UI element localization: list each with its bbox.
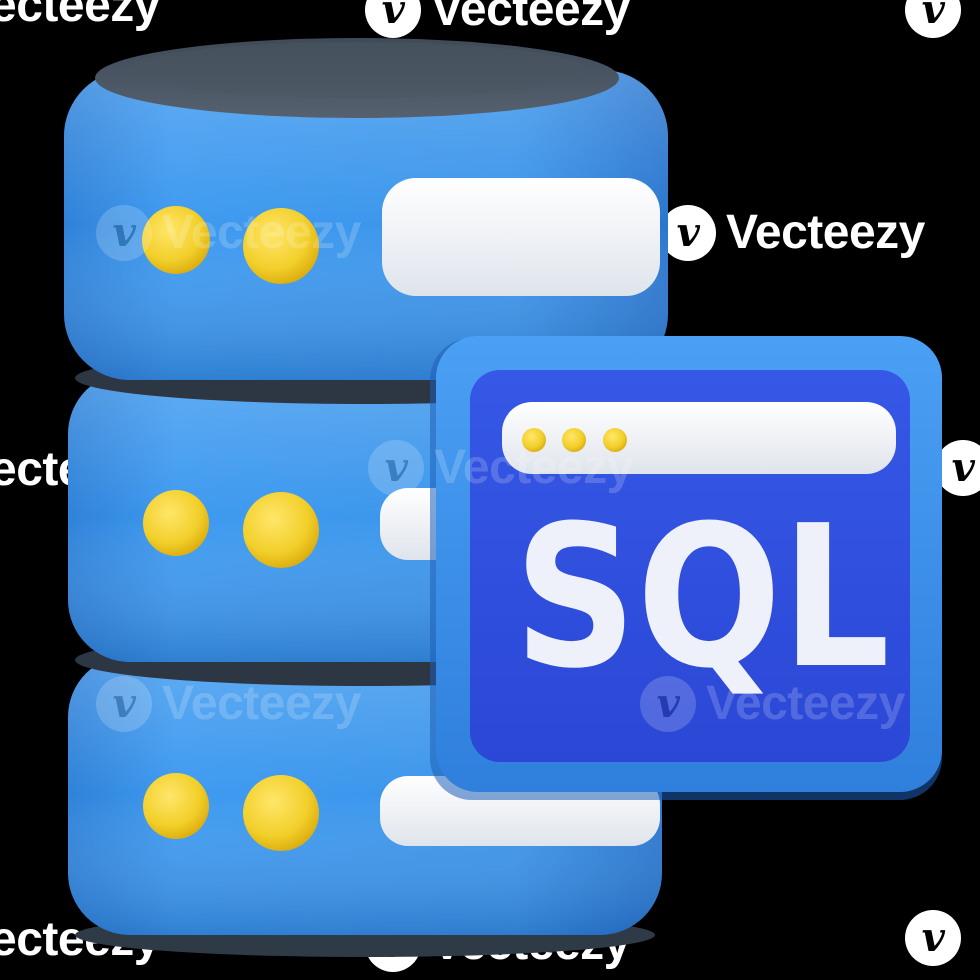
status-led-icon: [143, 773, 209, 839]
vecteezy-logo-icon: v: [905, 910, 961, 966]
watermark-top-center: v Vecteezy: [365, 0, 630, 38]
window-dot-icon: [562, 428, 586, 452]
sql-label: SQL: [514, 484, 890, 712]
watermark-overlay-bottom-right: v Vecteezy: [640, 676, 905, 732]
status-led-icon: [243, 775, 319, 851]
watermark-top-right: v: [905, 0, 971, 38]
status-led-icon: [142, 206, 210, 274]
vecteezy-logo-icon: v: [368, 440, 424, 496]
watermark-bottom-right: v: [905, 910, 971, 966]
watermark-middle-right: v: [935, 440, 980, 496]
window-dot-icon: [603, 428, 627, 452]
vecteezy-logo-icon: v: [640, 676, 696, 732]
watermark-overlay-bottom-left: v Vecteezy: [96, 676, 361, 732]
watermark-overlay-top: v Vecteezy: [96, 205, 361, 261]
status-led-icon: [143, 490, 209, 556]
badge-title-bar: [502, 402, 896, 474]
vecteezy-logo-icon: v: [96, 676, 152, 732]
window-dot-icon: [522, 428, 546, 452]
vecteezy-logo-icon: v: [660, 205, 716, 261]
watermark-mid-right: v Vecteezy: [660, 205, 925, 261]
status-led-icon: [243, 492, 319, 568]
vecteezy-logo-icon: v: [935, 440, 980, 496]
sql-badge-window: SQL: [430, 336, 942, 800]
server-disk-top: [64, 38, 668, 404]
watermark-overlay-middle: v Vecteezy: [368, 440, 633, 496]
drive-slot-bar: [382, 178, 660, 296]
watermark-top-left: ecteezy: [0, 0, 160, 32]
status-led-icon: [243, 208, 319, 284]
vecteezy-logo-icon: v: [96, 205, 152, 261]
